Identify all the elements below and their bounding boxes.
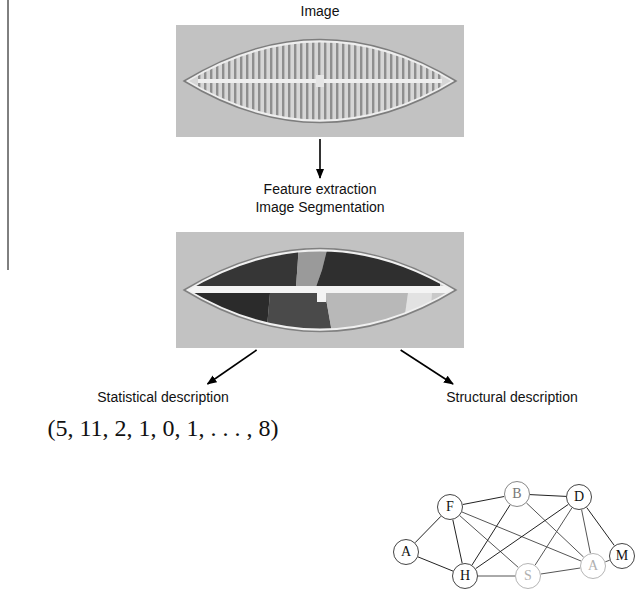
panel-heading: Image xyxy=(174,2,466,20)
valve-rim xyxy=(186,41,454,121)
graph-edge xyxy=(587,508,615,546)
connectors xyxy=(208,139,615,576)
graph-node: A xyxy=(393,539,419,565)
central-nodule xyxy=(316,75,324,87)
segmentation-panel: Feature extraction Image Segmentation xyxy=(176,178,464,350)
structural-block: Structural descriptionA F B D M H S A xyxy=(378,384,644,592)
valve-outline xyxy=(184,249,456,332)
graph-edge xyxy=(418,557,453,571)
node-letter: A xyxy=(588,558,598,574)
valve-outline xyxy=(184,40,456,123)
panel-heading: Structural description xyxy=(378,388,644,406)
graph-edge xyxy=(530,495,566,497)
graph-edge xyxy=(453,520,462,564)
segmented-diatom xyxy=(176,200,464,380)
node-letter: D xyxy=(574,489,584,505)
graph-node: F xyxy=(437,494,463,520)
panel-heading: Feature extraction Image Segmentation xyxy=(245,180,395,216)
node-letter: F xyxy=(446,499,454,515)
graph-edge xyxy=(526,503,583,557)
graph-edge xyxy=(476,504,569,568)
segmentation-ground xyxy=(176,232,464,348)
statistical-block: Statistical description (5, 11, 2, 1, 0, … xyxy=(4,384,322,456)
graph-node: M xyxy=(609,543,635,569)
graph-edge xyxy=(478,576,515,577)
graph-node: H xyxy=(452,563,478,589)
valve-rim xyxy=(186,250,454,330)
graph-edge xyxy=(582,510,591,554)
segment-base xyxy=(176,200,464,380)
node-letter: H xyxy=(460,568,470,584)
segment xyxy=(325,293,408,350)
flow-arrow xyxy=(208,350,257,384)
image-panel: Image xyxy=(174,2,466,139)
graph-node: A xyxy=(580,553,606,579)
margin-rule xyxy=(8,0,9,270)
node-letter: M xyxy=(616,548,628,564)
segment xyxy=(180,230,300,287)
graph-edge xyxy=(463,497,504,505)
photo-ground xyxy=(176,25,464,137)
graph-node: D xyxy=(566,484,592,510)
graph-edge xyxy=(472,505,510,565)
node-letter: A xyxy=(401,544,411,560)
panel-heading: Statistical description xyxy=(4,388,322,406)
flow-arrow xyxy=(401,350,453,384)
graph-edge xyxy=(415,516,441,542)
node-letter: S xyxy=(524,568,532,584)
central-nodule xyxy=(317,286,326,302)
flow-arrow xyxy=(319,139,321,178)
graph-edge xyxy=(541,568,580,574)
feature-vector: (5, 11, 2, 1, 0, 1, . . . , 8) xyxy=(4,414,322,442)
graph-edge xyxy=(535,508,572,565)
graph-node: S xyxy=(515,563,541,589)
segment xyxy=(400,293,432,350)
node-letter: B xyxy=(512,486,521,502)
graph-node: B xyxy=(504,481,530,507)
